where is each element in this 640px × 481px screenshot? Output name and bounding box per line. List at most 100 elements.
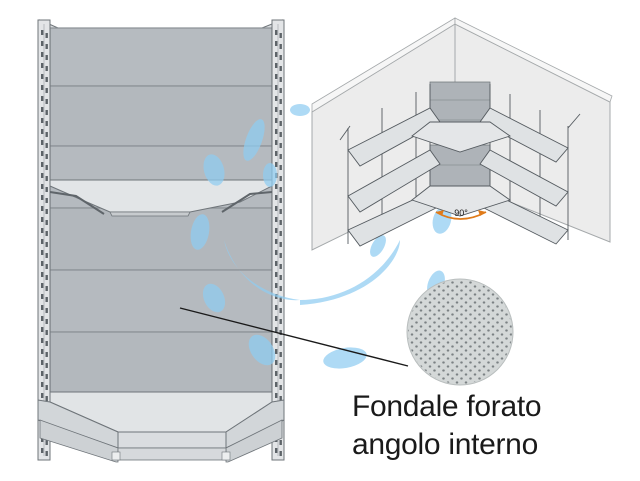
upright-slot	[41, 30, 44, 35]
upright-slot	[275, 140, 278, 145]
upright-slot	[41, 250, 44, 255]
upright-slot	[41, 294, 44, 299]
upright-slot	[275, 151, 278, 156]
upright-slot	[41, 96, 44, 101]
upright-slot	[45, 132, 48, 137]
perforation-magnifier	[406, 278, 514, 386]
upright-slot	[275, 305, 278, 310]
upright-slot	[41, 140, 44, 145]
upright-slot	[275, 283, 278, 288]
upright-slot	[279, 440, 282, 445]
upright-slot	[45, 88, 48, 93]
upright-slot	[275, 338, 278, 343]
upright-slot	[45, 374, 48, 379]
detail-pointer-line	[179, 307, 409, 367]
upright-slot	[41, 184, 44, 189]
upright-slot	[41, 327, 44, 332]
upright-slot	[275, 195, 278, 200]
upright-slot	[41, 52, 44, 57]
back-panel	[49, 331, 273, 399]
upright-slot	[279, 297, 282, 302]
upright-slot	[45, 176, 48, 181]
upright-slot	[41, 349, 44, 354]
upright-slot	[41, 41, 44, 46]
upright-slot	[45, 121, 48, 126]
upright-slot	[45, 253, 48, 258]
upright-slot	[41, 217, 44, 222]
upright-slot	[279, 99, 282, 104]
upright-slot	[279, 385, 282, 390]
shelf-bracket	[49, 191, 105, 215]
upright-slot	[41, 85, 44, 90]
upright-slot	[279, 187, 282, 192]
upright-slot	[275, 316, 278, 321]
upright-slot	[45, 66, 48, 71]
upright-slot	[45, 308, 48, 313]
upright-slot	[41, 437, 44, 442]
upright-slot	[279, 110, 282, 115]
upright-slot	[279, 330, 282, 335]
upright-slot	[45, 242, 48, 247]
upright-slot	[275, 96, 278, 101]
upright-slot	[275, 327, 278, 332]
upright-slot	[41, 371, 44, 376]
upright-slot	[275, 206, 278, 211]
upright-slot	[275, 41, 278, 46]
upright-slot	[45, 275, 48, 280]
upright-slot	[45, 187, 48, 192]
upright-slot	[279, 396, 282, 401]
upright-slot	[41, 448, 44, 453]
base-shelf	[37, 391, 285, 463]
left-upright	[37, 19, 51, 461]
corner-shelf	[411, 185, 512, 217]
back-panel	[49, 85, 273, 147]
right-upright	[271, 19, 285, 461]
caption-line-1: Fondale forato	[352, 390, 542, 423]
upright-slot	[45, 451, 48, 456]
upright-slot	[279, 165, 282, 170]
upright-slot	[275, 228, 278, 233]
upright-slot	[279, 341, 282, 346]
upright-slot	[41, 162, 44, 167]
upright-slot	[45, 330, 48, 335]
upright-slot	[45, 99, 48, 104]
upright-slot	[41, 195, 44, 200]
upright-slot	[45, 363, 48, 368]
upright-slot	[275, 250, 278, 255]
upright-slot	[275, 118, 278, 123]
upright-slot	[279, 275, 282, 280]
upright-slot	[279, 319, 282, 324]
upright-slot	[275, 272, 278, 277]
upright-slot	[45, 220, 48, 225]
upright-slot	[279, 132, 282, 137]
upright-slot	[45, 352, 48, 357]
upright-slot	[45, 440, 48, 445]
upright-slot	[275, 162, 278, 167]
upright-slot	[41, 393, 44, 398]
upright-slot	[41, 118, 44, 123]
upright-slot	[45, 264, 48, 269]
upright-slot	[279, 451, 282, 456]
upright-slot	[279, 44, 282, 49]
upright-slot	[41, 305, 44, 310]
upright-slot	[41, 338, 44, 343]
upright-slot	[275, 371, 278, 376]
upright-slot	[45, 385, 48, 390]
caption-line-2: angolo interno	[352, 428, 538, 461]
upright-slot	[279, 154, 282, 159]
upright-slot	[279, 198, 282, 203]
upright-slot	[41, 63, 44, 68]
upright-slot	[41, 173, 44, 178]
decorative-swirl	[190, 104, 452, 369]
back-panel	[49, 207, 273, 271]
back-panel	[49, 27, 273, 87]
upright-slot	[279, 143, 282, 148]
upright-slot	[279, 66, 282, 71]
upright-slot	[275, 63, 278, 68]
upright-slot	[279, 264, 282, 269]
upright-slot	[41, 382, 44, 387]
upright-slot	[41, 261, 44, 266]
upright-slot	[275, 448, 278, 453]
upright-slot	[41, 206, 44, 211]
